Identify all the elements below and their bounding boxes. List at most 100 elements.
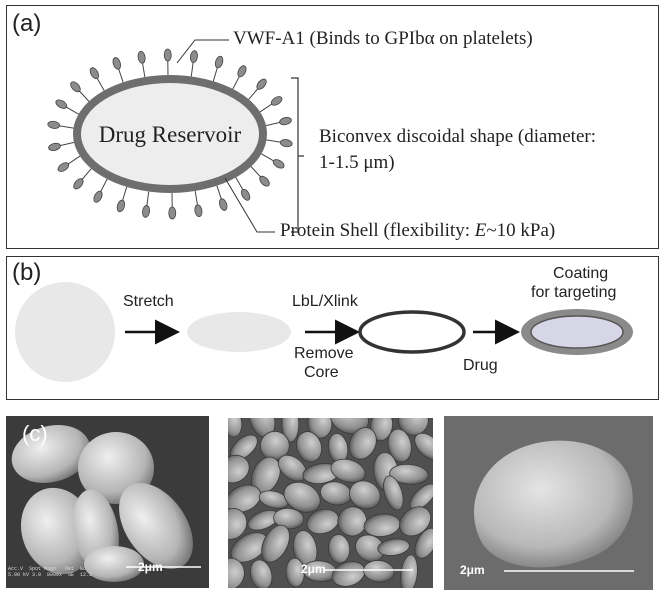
sem-image-2: 2μm	[228, 418, 433, 588]
disc	[119, 483, 193, 569]
vwf-ligand-head	[163, 48, 172, 62]
shape-label-line2: 1-1.5 μm)	[319, 152, 395, 173]
packed-disc	[249, 559, 273, 588]
packed-disc	[370, 418, 394, 442]
ligand-stalk	[265, 121, 282, 127]
vwf-ligand-head	[256, 78, 267, 90]
drug-loaded-core	[530, 315, 624, 349]
step-drug-label: Drug	[463, 357, 498, 374]
shape-label-line1: Biconvex discoidal shape (diameter:	[319, 126, 596, 147]
ligand-stalk	[141, 61, 146, 78]
protein-shell	[73, 75, 267, 193]
vwf-ligand-head	[55, 99, 68, 109]
ligand-stalk	[216, 185, 223, 201]
vwf-ligand-head	[272, 159, 285, 169]
vwf-ligand-head	[259, 175, 270, 187]
packed-disc	[228, 454, 250, 484]
packed-disc	[377, 538, 410, 556]
packed-disc	[387, 428, 412, 463]
packed-disc	[307, 418, 333, 439]
vwf-ligand-head	[137, 50, 146, 64]
packed-disc	[400, 554, 418, 588]
shell-label: Protein Shell (flexibility: E~10 kPa)	[280, 220, 555, 242]
sem-image-3: 2μm	[444, 416, 653, 590]
vwf-ligand-head	[57, 162, 70, 172]
panel-c-label: (c)	[22, 421, 48, 446]
shell-label-prefix: Protein Shell (flexibility:	[280, 220, 475, 241]
packed-disc	[389, 464, 429, 485]
vwf-ligand-head	[48, 142, 61, 151]
vwf-ligand-head	[73, 178, 84, 190]
disc	[11, 425, 91, 483]
ligand-stalk	[259, 102, 274, 113]
step-lbl-label: LbL/Xlink	[292, 293, 358, 310]
single-particle	[474, 440, 633, 568]
vwf-ligand-head	[47, 120, 61, 129]
vwf-ligand-head	[194, 204, 203, 218]
shell-label-suffix: ~10 kPa)	[486, 220, 556, 241]
ligand-stalk	[95, 76, 105, 91]
step-coating-line2: for targeting	[531, 284, 617, 301]
ligand-stalk	[117, 67, 124, 83]
packed-disc	[228, 484, 262, 513]
shell-label-variable: E	[474, 220, 487, 241]
packed-disc	[281, 418, 300, 443]
packed-disc	[329, 418, 369, 435]
ligand-stalk	[266, 139, 283, 143]
packed-disc	[348, 427, 377, 460]
ligand-stalk	[212, 65, 219, 82]
vwf-ligands	[47, 48, 293, 220]
panel-a-label: (a)	[12, 10, 42, 37]
packed-disc	[261, 524, 290, 563]
hollow-shell	[358, 310, 466, 354]
vwf-ligand-head	[168, 206, 177, 220]
vwf-ligand-head	[240, 188, 251, 201]
stretched-core	[187, 312, 291, 352]
panel-b: (b) Stretch LbL/Xlink Remove Core Drug C…	[6, 256, 659, 400]
scale-label-1: 2μm	[138, 560, 163, 574]
step-stretch-label: Stretch	[123, 293, 174, 310]
packed-disc	[399, 506, 432, 537]
ligand-stalk	[57, 125, 74, 129]
particle-cluster	[228, 418, 433, 588]
packed-disc	[228, 508, 248, 540]
packed-disc	[228, 557, 245, 588]
packed-disc	[330, 458, 366, 483]
vwf-ligand-head	[279, 139, 293, 148]
vwf-ligand-head	[70, 81, 81, 93]
packed-disc	[398, 418, 429, 436]
ligand-stalk	[64, 105, 79, 115]
ligand-stalk	[80, 168, 92, 182]
ligand-stalk	[77, 89, 90, 102]
spherical-core	[15, 282, 115, 382]
panel-b-label: (b)	[12, 259, 42, 286]
vwf-ligand-head	[279, 117, 292, 126]
ligand-stalk	[261, 153, 276, 163]
vwf-ligand-head	[237, 65, 247, 78]
vwf-ligand-head	[189, 50, 198, 63]
vwf-label: VWF-A1 (Binds to GPIbα on platelets)	[233, 28, 533, 49]
packed-disc	[355, 534, 385, 563]
packed-disc	[414, 527, 433, 559]
panel-a: (a) Drug Reservoir VWF-A1 (Binds to GPIb…	[6, 5, 659, 249]
packed-disc	[383, 475, 404, 511]
packed-disc	[328, 534, 351, 564]
scale-label-2: 2μm	[301, 562, 326, 576]
packed-disc	[414, 432, 433, 461]
vwf-ligand-head	[142, 205, 151, 218]
packed-disc	[349, 480, 381, 510]
disc	[84, 546, 144, 582]
ligand-stalk	[66, 155, 81, 166]
reservoir-label: Drug Reservoir	[99, 122, 242, 147]
vwf-ligand-head	[89, 67, 100, 80]
sem-image-2-graphic	[228, 418, 433, 588]
ligand-stalk	[121, 186, 128, 203]
fabrication-process	[15, 282, 633, 382]
ligand-stalk	[250, 166, 263, 179]
ligand-stalk	[235, 177, 245, 192]
vwf-ligand-head	[112, 57, 122, 70]
step-remove-line2: Core	[304, 364, 339, 381]
ligand-stalk	[190, 60, 194, 77]
sem-image-3-graphic	[444, 416, 653, 590]
shell-leader-line	[224, 177, 275, 233]
